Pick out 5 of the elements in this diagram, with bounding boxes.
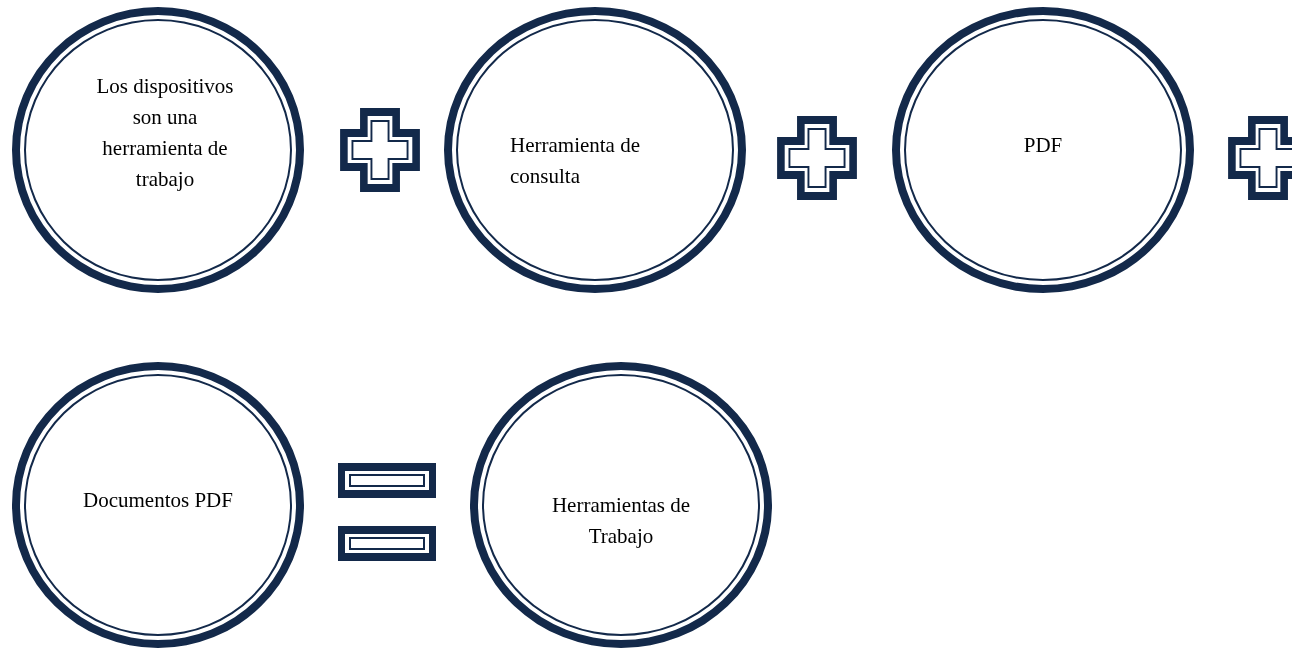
node-label: Herramientas de Trabajo: [550, 492, 692, 550]
node-label: Herramienta de consulta: [510, 132, 641, 190]
node-label: Documentos PDF: [82, 487, 234, 514]
node-label: PDF: [1022, 132, 1064, 159]
node-label: Los dispositivos son una herramienta de trabajo: [95, 73, 235, 193]
